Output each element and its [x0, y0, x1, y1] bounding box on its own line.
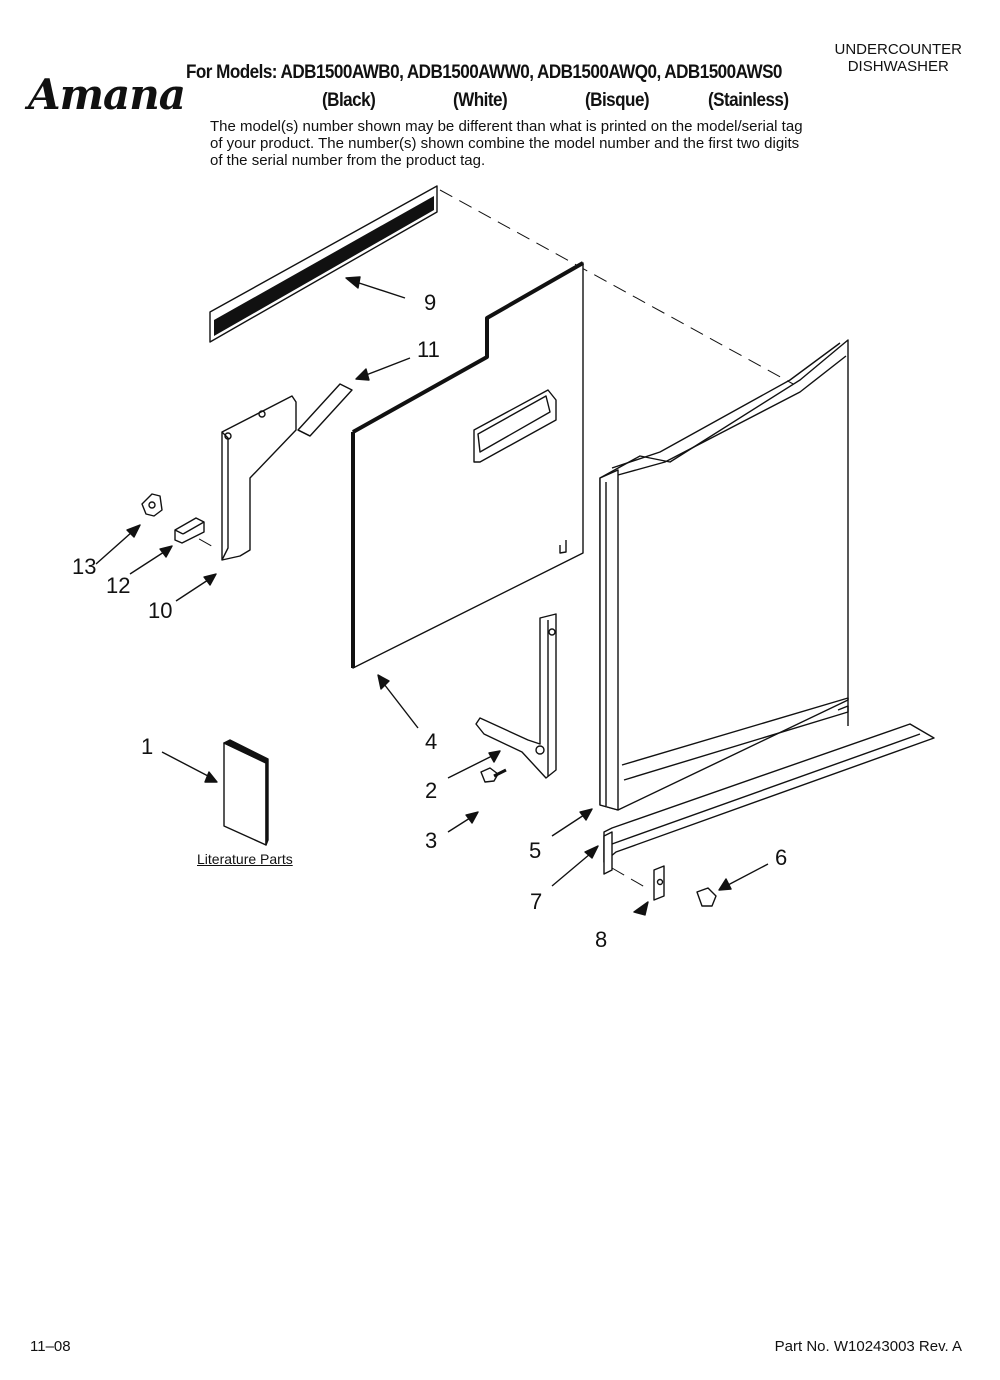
category-line-2: DISHWASHER: [847, 58, 949, 75]
callout-4: 4: [425, 729, 438, 754]
footer-date: 11–08: [30, 1338, 71, 1355]
part-11-block: [297, 383, 353, 437]
callout-3: 3: [425, 828, 438, 853]
part-9-strip: [209, 185, 438, 343]
callout-8: 8: [595, 927, 608, 952]
color-stainless: (Stainless): [708, 90, 789, 111]
literature-parts-label: Literature Parts: [197, 851, 293, 867]
part-4-panel: [351, 261, 584, 669]
callout-10: 10: [148, 598, 173, 623]
models-line: For Models: ADB1500AWB0, ADB1500AWW0, AD…: [186, 62, 782, 83]
callout-11: 11: [417, 337, 440, 362]
callout-7: 7: [530, 889, 543, 914]
part-12-block: [174, 517, 205, 544]
part-5-door: [599, 339, 849, 811]
part-2-hinge: [475, 613, 557, 779]
category-line-1: UNDERCOUNTER: [834, 41, 963, 58]
part-6-screw: [696, 887, 717, 907]
color-white: (White): [453, 90, 508, 111]
part-3-screw: [480, 767, 507, 783]
brand-logo: Amana: [28, 70, 186, 119]
callout-9: 9: [424, 290, 437, 315]
leader-lines: [95, 276, 769, 916]
part-13-clip: [141, 493, 163, 517]
callout-2: 2: [425, 778, 438, 803]
footer-part-number: Part No. W10243003 Rev. A: [774, 1338, 962, 1355]
callout-5: 5: [529, 838, 542, 863]
callout-1: 1: [141, 734, 154, 759]
callout-13: 13: [72, 554, 97, 579]
part-10-bracket: [221, 395, 297, 561]
part-7-toe: [603, 723, 935, 875]
color-bisque: (Bisque): [585, 90, 650, 111]
callout-12: 12: [106, 573, 131, 598]
model-note: The model(s) number shown may be differe…: [210, 118, 803, 169]
callout-6: 6: [775, 845, 788, 870]
part-8-bracket: [653, 865, 665, 901]
part-1-booklet: [223, 739, 269, 846]
color-black: (Black): [322, 90, 376, 111]
product-category: UNDERCOUNTER DISHWASHER: [835, 41, 963, 75]
